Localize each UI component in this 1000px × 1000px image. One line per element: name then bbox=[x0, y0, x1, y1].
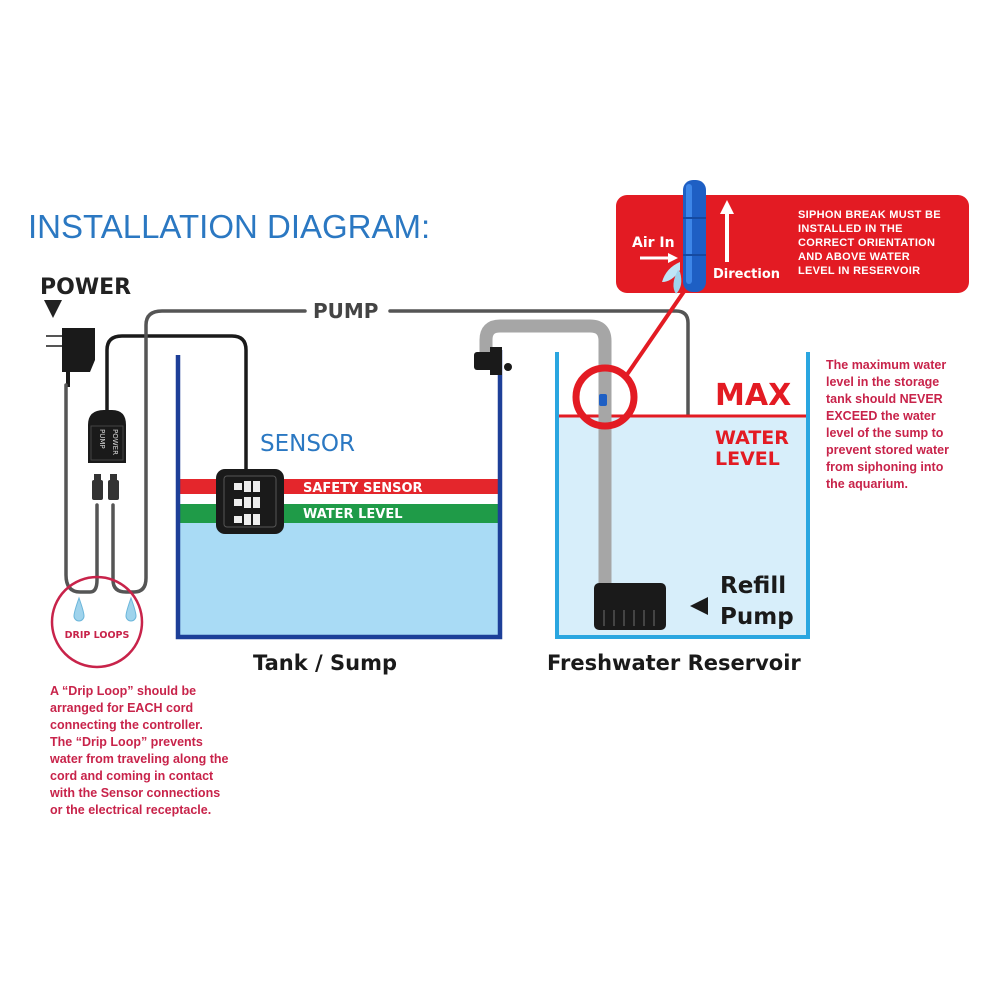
drip-loops-label: DRIP LOOPS bbox=[65, 630, 130, 641]
reservoir-tank-outline bbox=[555, 352, 810, 639]
drip-loop-note: A “Drip Loop” should be arranged for EAC… bbox=[49, 684, 229, 817]
max-note-line: The maximum water bbox=[826, 358, 946, 372]
air-in-arrow-icon bbox=[640, 253, 678, 263]
drip-note-line: A “Drip Loop” should be bbox=[50, 684, 196, 698]
drip-loops-highlight bbox=[50, 575, 144, 669]
max-note-line: from siphoning into bbox=[826, 460, 944, 474]
sump-caption: Tank / Sump bbox=[253, 651, 397, 675]
refill-pipe bbox=[479, 319, 612, 585]
sump-water bbox=[178, 523, 500, 637]
drip-note-line: water from traveling along the bbox=[49, 752, 229, 766]
max-note-line: tank should NEVER bbox=[826, 392, 943, 406]
controller-icon bbox=[88, 410, 126, 463]
callout-line: LEVEL IN RESERVOIR bbox=[798, 265, 920, 277]
drip-note-line: The “Drip Loop” prevents bbox=[50, 735, 203, 749]
siphon-break-small-icon bbox=[599, 394, 607, 406]
valve-icon bbox=[474, 347, 512, 375]
max-note-line: EXCEED the water bbox=[826, 409, 936, 423]
sensor-label: SENSOR bbox=[260, 431, 355, 457]
power-label: POWER bbox=[40, 275, 131, 300]
callout-pointer bbox=[624, 288, 687, 378]
max-note-line: the aquarium. bbox=[826, 477, 908, 491]
siphon-break-icon bbox=[662, 180, 706, 294]
refill-label-1: Refill bbox=[720, 573, 786, 599]
sump-tank-outline bbox=[175, 350, 503, 640]
air-in-label: Air In bbox=[632, 235, 675, 251]
callout-line: INSTALLED IN THE bbox=[798, 223, 903, 235]
power-cord bbox=[64, 383, 99, 594]
drip-note-line: cord and coming in contact bbox=[50, 769, 214, 783]
pump-cable bbox=[111, 309, 307, 594]
diagram-title: INSTALLATION DIAGRAM: bbox=[28, 208, 430, 245]
max-note-line: level in the storage bbox=[826, 375, 939, 389]
refill-pump-arrow-icon bbox=[690, 597, 708, 615]
direction-arrow-icon bbox=[720, 200, 734, 262]
drip-note-line: or the electrical receptacle. bbox=[50, 803, 211, 817]
water-drop-icons bbox=[73, 596, 137, 622]
max-note-line: prevent stored water bbox=[826, 443, 949, 457]
siphon-break-callout: Air In Direction SIPHON BREAK MUST BE IN… bbox=[616, 180, 969, 294]
power-arrow-icon bbox=[44, 300, 62, 318]
sensor-cable bbox=[105, 334, 248, 472]
cord-connector-icons bbox=[92, 474, 119, 500]
max-note-line: level of the sump to bbox=[826, 426, 944, 440]
refill-label-2: Pump bbox=[720, 604, 794, 630]
sensor-icon bbox=[216, 469, 284, 534]
siphon-break-highlight bbox=[572, 364, 638, 430]
water-level-label-1: WATER bbox=[715, 427, 789, 449]
reservoir-caption: Freshwater Reservoir bbox=[547, 651, 801, 675]
callout-line: AND ABOVE WATER bbox=[798, 251, 910, 263]
direction-label: Direction bbox=[713, 267, 780, 282]
water-level-label-2: LEVEL bbox=[715, 448, 780, 470]
drip-note-line: with the Sensor connections bbox=[49, 786, 220, 800]
max-label: MAX bbox=[715, 378, 791, 413]
drip-note-line: connecting the controller. bbox=[50, 718, 203, 732]
callout-line: SIPHON BREAK MUST BE bbox=[798, 209, 941, 221]
safety-sensor-label: SAFETY SENSOR bbox=[303, 481, 423, 496]
pump-cable-label: PUMP bbox=[313, 299, 378, 323]
power-adapter-icon bbox=[46, 328, 95, 387]
drip-note-line: arranged for EACH cord bbox=[50, 701, 193, 715]
controller-port-power-label: POWER bbox=[111, 429, 119, 455]
callout-line: CORRECT ORIENTATION bbox=[798, 237, 935, 249]
max-note: The maximum water level in the storage t… bbox=[826, 358, 949, 491]
controller-port-pump-label: PUMP bbox=[98, 429, 106, 449]
water-level-band-label: WATER LEVEL bbox=[303, 507, 402, 522]
refill-pump-icon bbox=[594, 583, 666, 630]
